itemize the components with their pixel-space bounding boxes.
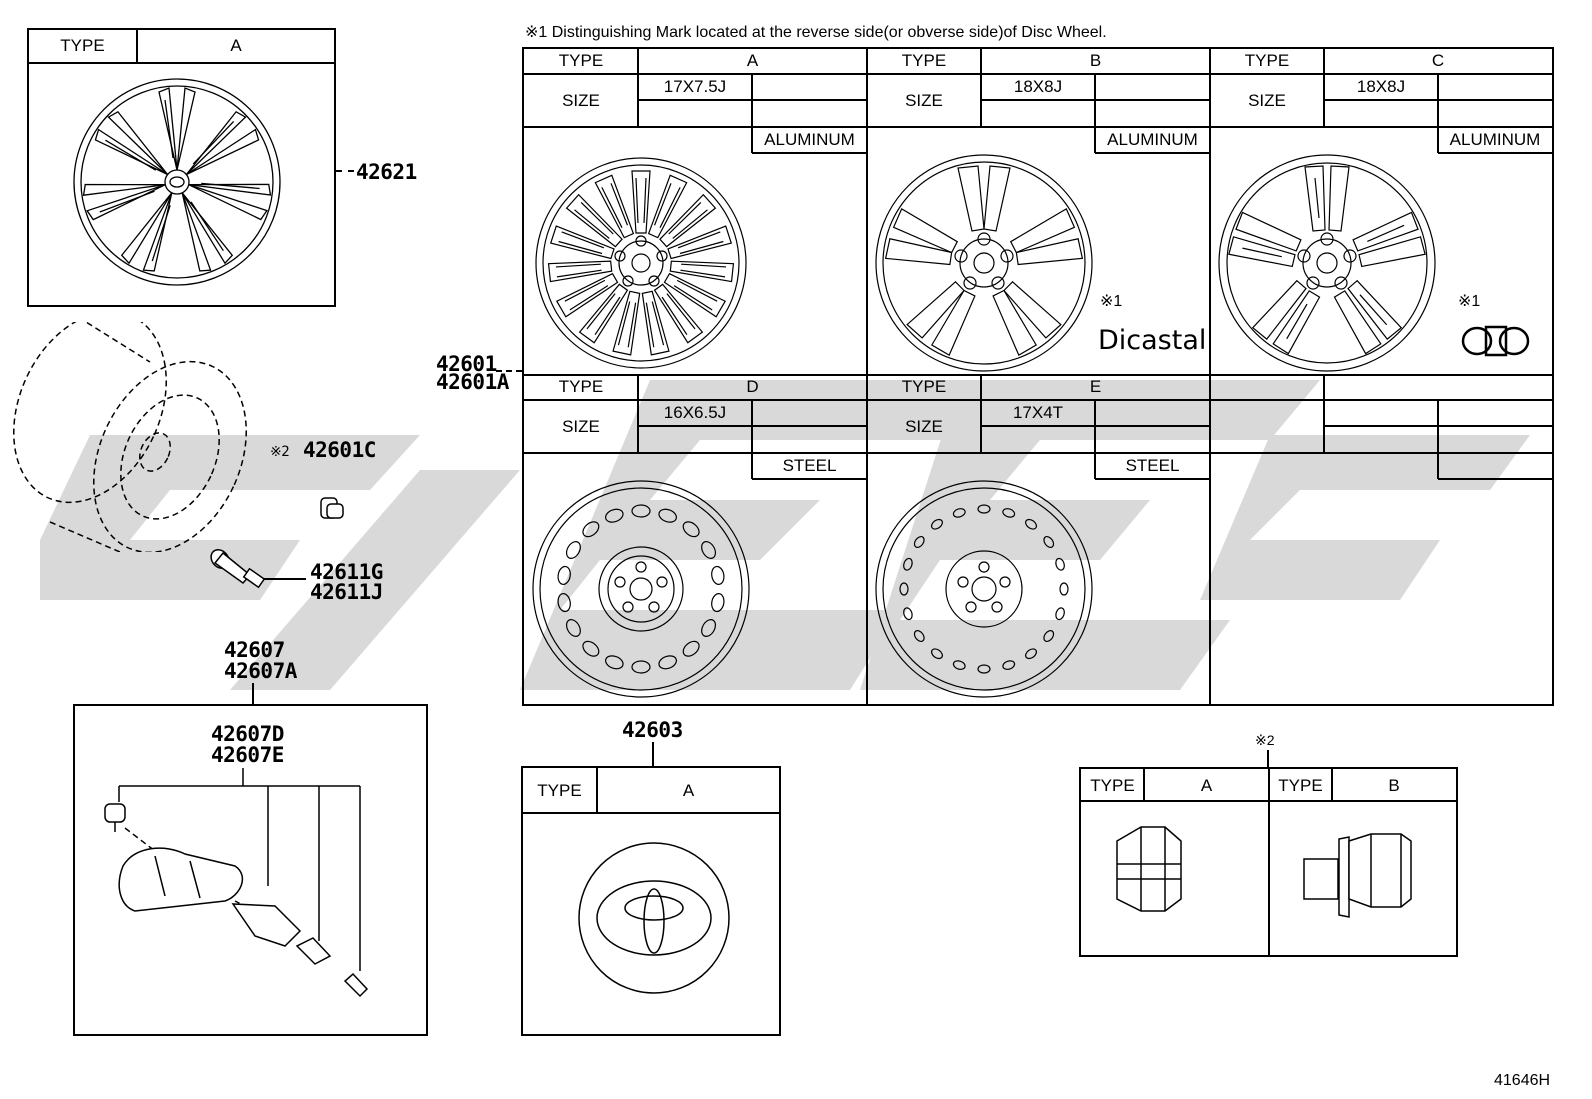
wheel-a-type: A xyxy=(746,51,759,70)
distinguishing-mark-note: ※1 Distinguishing Mark located at the re… xyxy=(525,24,1107,41)
note-mark: ※2 xyxy=(270,444,290,460)
type-label: TYPE xyxy=(60,36,105,55)
wheel-a-size-label: SIZE xyxy=(562,91,600,110)
wheel-e-size-label: SIZE xyxy=(905,417,943,436)
nut-b-type-label: TYPE xyxy=(1278,776,1323,795)
wheel-cap-drawing xyxy=(73,78,281,286)
wheel-d-material: STEEL xyxy=(782,456,837,475)
wheel-a-type-label: TYPE xyxy=(558,51,604,70)
wheel-b-type-label: TYPE xyxy=(901,51,947,70)
tpms-box: 42607D 42607E xyxy=(73,704,428,1036)
part-number-42611g[interactable]: 42611G xyxy=(310,560,383,584)
wheel-b-size-label: SIZE xyxy=(905,91,943,110)
wheel-b-material: ALUMINUM xyxy=(1107,130,1198,149)
leader-line xyxy=(652,742,654,766)
wheel-e-type: E xyxy=(1089,377,1102,396)
lug-nut-table: TYPE A TYPE B xyxy=(1079,767,1458,957)
wheel-b-size: 18X8J xyxy=(1013,77,1063,96)
illustration-code: 41646H xyxy=(1494,1072,1551,1089)
part-number-42611j[interactable]: 42611J xyxy=(310,580,383,604)
spare-tire-drawing xyxy=(13,322,247,552)
wheel-d-type: D xyxy=(746,377,759,396)
wheel-c-type: C xyxy=(1431,51,1445,70)
wheel-d-type-label: TYPE xyxy=(558,377,604,396)
leader-line xyxy=(1267,750,1269,768)
dicastal-logo: Dicastal xyxy=(1098,325,1207,356)
wheel-b-mark: ※1 xyxy=(1100,293,1123,310)
part-number-42603[interactable]: 42603 xyxy=(622,718,683,742)
wheel-e-material: STEEL xyxy=(1125,456,1180,475)
wheel-d-size-label: SIZE xyxy=(562,417,600,436)
leader-line xyxy=(336,170,354,173)
nut-a-type: A xyxy=(1200,776,1213,795)
wheel-b-type: B xyxy=(1089,51,1102,70)
ornament-header: TYPE A xyxy=(523,768,779,814)
valve-stem-icon xyxy=(210,549,266,589)
part-number-42607d[interactable]: 42607D xyxy=(211,722,284,746)
nut-note-mark: ※2 xyxy=(1255,732,1275,748)
part-number-42601[interactable]: 42601 xyxy=(436,352,497,376)
type-value: A xyxy=(682,781,695,800)
wheel-cap-box: TYPE A xyxy=(27,28,336,307)
type-label: TYPE xyxy=(537,781,582,800)
wheel-c-mark: ※1 xyxy=(1458,293,1481,310)
wheel-table-lines xyxy=(524,49,1552,704)
wheel-c-material: ALUMINUM xyxy=(1449,130,1541,149)
wheel-c-size-label: SIZE xyxy=(1248,91,1286,110)
type-value: A xyxy=(230,36,242,55)
part-number-42601c[interactable]: 42601C xyxy=(303,438,376,462)
lug-nut-table-lines xyxy=(1081,769,1456,955)
part-number-42607e[interactable]: 42607E xyxy=(211,743,284,767)
wheel-e-type-label: TYPE xyxy=(901,377,947,396)
toyota-emblem-icon xyxy=(578,842,730,994)
wheel-d-size: 16X6.5J xyxy=(663,403,727,422)
wheel-c-size: 18X8J xyxy=(1356,77,1406,96)
part-number-42621[interactable]: 42621 xyxy=(356,160,417,184)
leader-line xyxy=(252,683,254,705)
part-number-42601a[interactable]: 42601A xyxy=(436,370,509,394)
leader-line xyxy=(264,578,306,580)
wheel-table: TYPE A SIZE 17X7.5J ALUMINUM TYPE B SIZE… xyxy=(522,47,1554,706)
leader-line xyxy=(496,370,522,372)
wheel-a-material: ALUMINUM xyxy=(764,130,855,149)
part-number-42607a[interactable]: 42607A xyxy=(224,659,297,683)
wheel-cap-header: TYPE A xyxy=(29,30,334,64)
nut-b-type: B xyxy=(1388,776,1400,795)
tpms-sensor-drawing xyxy=(104,768,369,998)
wheel-e-size: 17X4T xyxy=(1012,403,1064,422)
ornament-box: TYPE A xyxy=(521,766,781,1036)
wheel-a-size: 17X7.5J xyxy=(663,77,727,96)
wheel-c-type-label: TYPE xyxy=(1244,51,1290,70)
nut-a-type-label: TYPE xyxy=(1090,776,1135,795)
part-number-42607[interactable]: 42607 xyxy=(224,638,285,662)
hub-nut-icon xyxy=(320,497,344,519)
